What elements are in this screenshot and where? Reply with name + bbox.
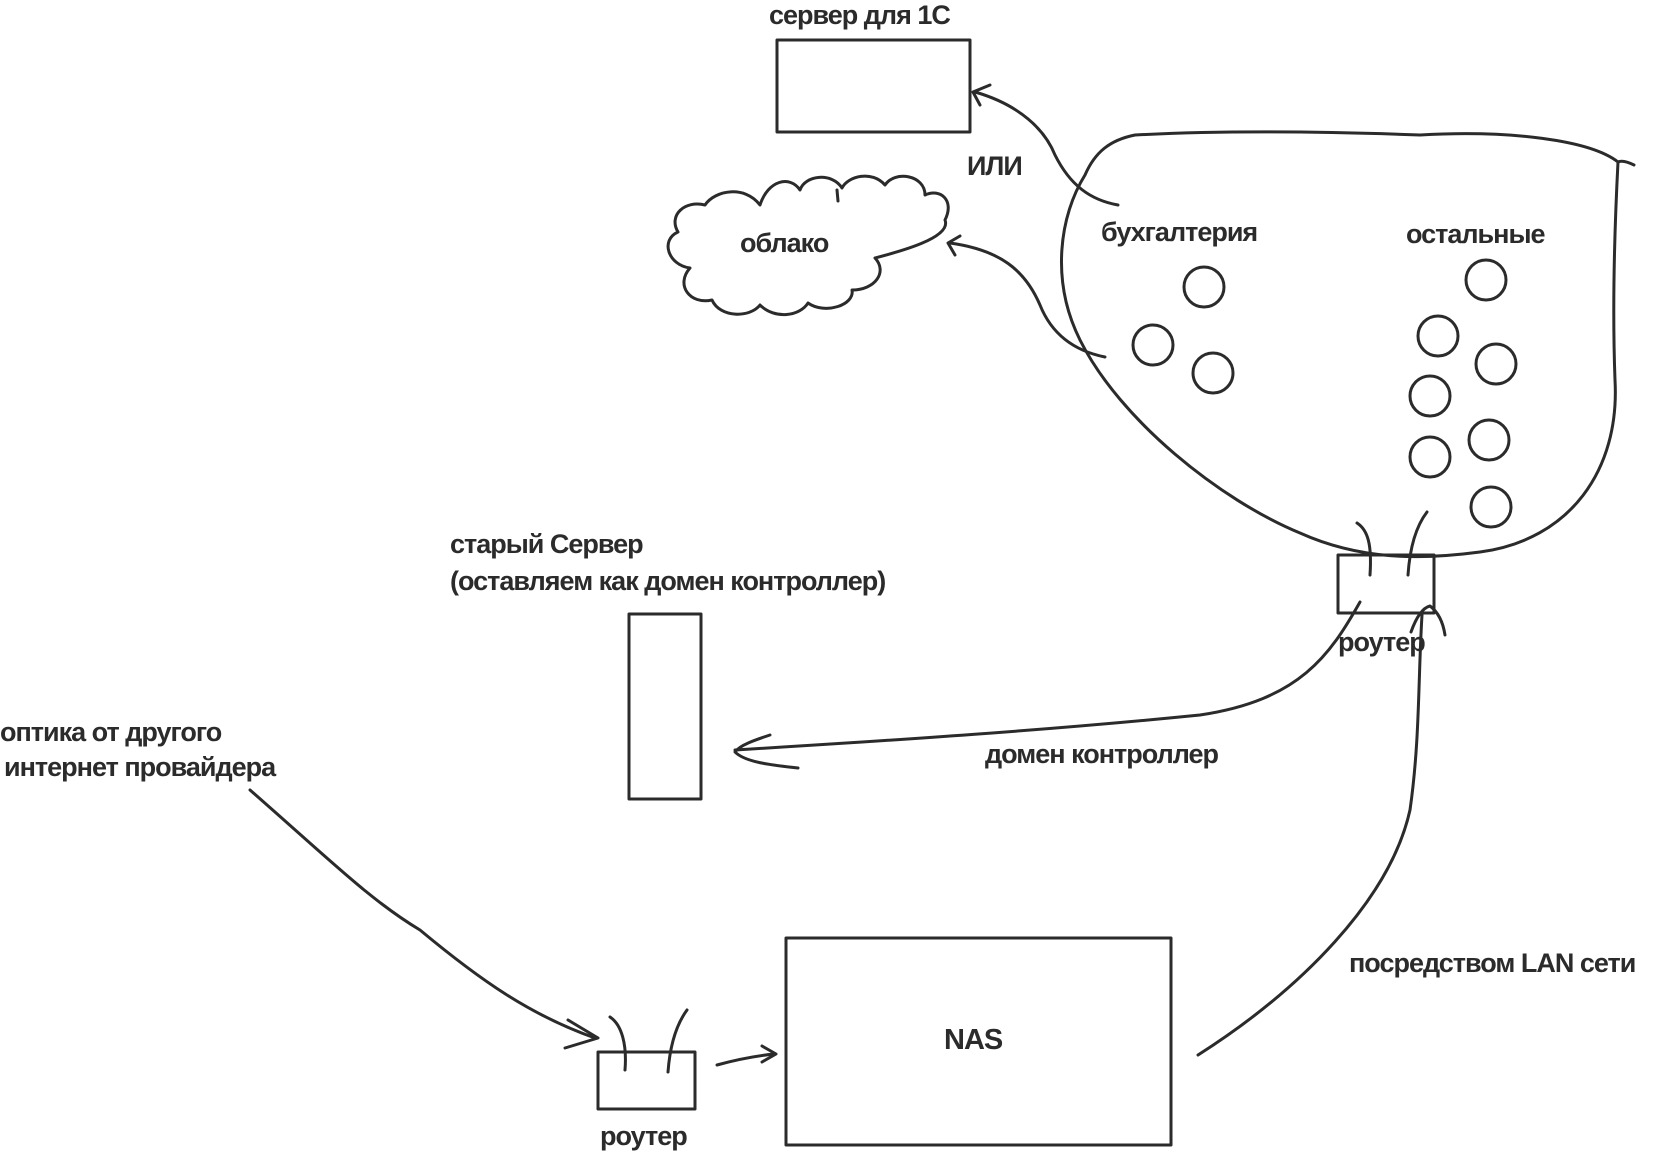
router-top-label: роутер (1338, 627, 1426, 657)
accounting-pc-circle (1191, 351, 1235, 395)
router-antenna (608, 1015, 627, 1072)
cloud-label: облако (740, 228, 829, 258)
domain-controller-link (733, 600, 1362, 752)
router-antenna (1355, 521, 1372, 577)
other-pc-circle (1474, 342, 1518, 386)
accounting-pc-circle (1131, 323, 1175, 367)
other-pc-circle (1469, 485, 1513, 529)
via-lan-label: посредством LAN сети (1349, 948, 1636, 978)
other-pc-circle (1467, 418, 1511, 462)
router-antenna (666, 1008, 689, 1074)
other-pc-circle (1464, 258, 1508, 302)
other-pc-circle (1408, 435, 1452, 479)
arrowhead (733, 733, 800, 770)
accounting-pc-circle (1182, 265, 1226, 309)
departments-blob (1060, 130, 1620, 559)
arrowhead (563, 1018, 600, 1050)
old-server-label: старый Сервер (450, 529, 644, 559)
router-top-box (1336, 553, 1436, 615)
nas-box (784, 936, 1173, 1147)
accounting-to-cloud-arrow (948, 241, 1107, 359)
arrowhead (946, 234, 962, 257)
other-pc-circle (1416, 314, 1460, 358)
arrowhead (760, 1044, 778, 1064)
accounting-label: бухгалтерия (1101, 217, 1258, 247)
arrowhead (1409, 604, 1447, 637)
others-label: остальные (1406, 219, 1546, 249)
cloud-notch (835, 188, 840, 203)
lan-link (1196, 613, 1424, 1057)
fiber-label: оптика от другого (0, 717, 222, 747)
blob-tail (1616, 159, 1636, 167)
server-1c-label: сервер для 1С (769, 0, 951, 30)
or-label: ИЛИ (967, 151, 1023, 181)
router-to-nas-arrow (715, 1052, 776, 1067)
router-antenna (1406, 510, 1429, 577)
router-bottom-box (596, 1050, 697, 1111)
old-server-sublabel: (оставляем как домен контроллер) (450, 566, 886, 596)
accounting-to-server-arrow (973, 90, 1120, 207)
domain-controller-label: домен контроллер (985, 739, 1219, 769)
router-bottom-label: роутер (600, 1121, 688, 1151)
old-server-box (627, 612, 703, 801)
cloud-shape (666, 174, 950, 316)
server-1c-box (775, 38, 972, 134)
fiber-link (248, 788, 597, 1040)
fiber-sublabel: интернет провайдера (4, 752, 276, 782)
nas-label: NAS (944, 1024, 1003, 1056)
arrowhead (971, 83, 992, 107)
other-pc-circle (1408, 374, 1452, 418)
